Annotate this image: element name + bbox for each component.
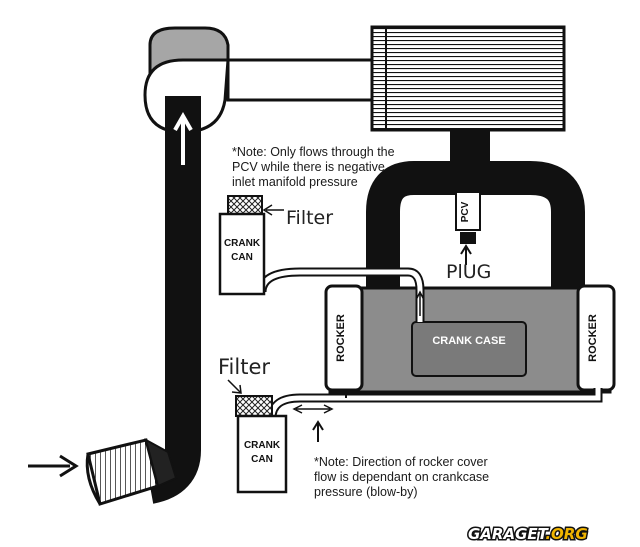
crank-can-bottom: CRANK CAN xyxy=(235,395,288,494)
note-bottom-line3: pressure (blow-by) xyxy=(314,485,418,499)
air-inlet-arrow xyxy=(28,454,79,478)
watermark-main: GARAGET xyxy=(468,525,550,543)
note-pointer-arrow xyxy=(312,420,324,442)
note-top-line1: *Note: Only flows through the xyxy=(232,145,395,159)
note-bottom-line2: flow is dependant on crankcase xyxy=(314,470,489,484)
upper-breather-hose xyxy=(257,267,425,322)
crank-can-bottom-line1: CRANK xyxy=(244,440,281,451)
watermark-suffix: .ORG xyxy=(545,525,587,543)
filter-bottom-label: Filter xyxy=(218,355,270,379)
filter-bottom-pointer xyxy=(227,379,242,394)
crank-case-label: CRANK CASE xyxy=(432,335,505,347)
crank-case-box xyxy=(411,321,527,377)
note-bottom-line1: *Note: Direction of rocker cover xyxy=(314,455,488,469)
watermark: GARAGET.ORG xyxy=(467,524,590,545)
crank-can-top-line2: CAN xyxy=(231,252,253,263)
note-bottom: *Note: Direction of rocker cover flow is… xyxy=(314,455,489,499)
airflow-up-arrow xyxy=(173,111,193,165)
plug-label: PlUG xyxy=(446,261,491,283)
filter-top-icon xyxy=(227,195,263,215)
note-top: *Note: Only flows through the PCV while … xyxy=(232,145,395,189)
engine-block: CRANK CASE ROCKER ROCKER xyxy=(324,284,616,394)
rocker-left-label: ROCKER xyxy=(335,314,347,362)
note-top-line2: PCV while there is negative xyxy=(232,160,385,174)
filter-top-pointer xyxy=(262,204,284,216)
rocker-cover-left xyxy=(324,284,364,392)
svg-text:GARAGET.ORG: GARAGET.ORG xyxy=(468,525,588,543)
intercooler-core xyxy=(370,25,566,132)
note-top-line3: inlet manifold pressure xyxy=(232,175,358,189)
intake-manifold xyxy=(366,130,585,300)
filter-bottom-icon xyxy=(235,395,273,417)
bidirectional-flow-arrow xyxy=(292,404,334,414)
pcv-label: PCV xyxy=(460,201,471,222)
crank-can-bottom-line2: CAN xyxy=(251,454,273,465)
filter-top-label: Filter xyxy=(286,207,333,229)
crank-can-top: CRANK CAN xyxy=(218,195,266,296)
plug-arrow xyxy=(460,244,472,265)
pcv-valve: PCV xyxy=(455,191,481,244)
cone-air-filter-icon xyxy=(85,438,178,506)
crank-can-top-line1: CRANK xyxy=(224,238,261,249)
rocker-right-label: ROCKER xyxy=(587,314,599,362)
